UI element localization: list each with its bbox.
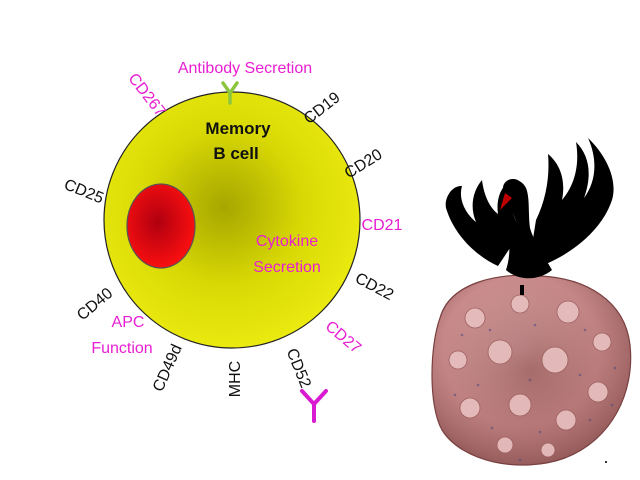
marker-mhc: MHC bbox=[227, 361, 244, 397]
marker-cd27: CD27 bbox=[322, 318, 364, 357]
marker-cd40: CD40 bbox=[74, 285, 116, 324]
marker-cd19: CD19 bbox=[301, 89, 344, 128]
marker-cd49d: CD49d bbox=[150, 342, 186, 394]
marker-cd25: CD25 bbox=[62, 176, 106, 207]
cell-title-line2: B cell bbox=[213, 144, 258, 163]
lymphocyte-image bbox=[431, 274, 632, 466]
black-swan-logo bbox=[445, 138, 614, 295]
antibody-secretion-label: Antibody Secretion bbox=[178, 60, 312, 77]
speck bbox=[605, 461, 607, 463]
marker-cd22: CD22 bbox=[352, 270, 396, 304]
marker-cd267: CD267 bbox=[125, 70, 169, 120]
marker-cd21: CD21 bbox=[362, 217, 403, 234]
apc-label-line1: APC bbox=[112, 314, 145, 331]
marker-cd52: CD52 bbox=[283, 346, 314, 390]
apc-label-line2: Function bbox=[91, 340, 152, 357]
antibody-green-icon bbox=[221, 81, 239, 105]
marker-cd20: CD20 bbox=[342, 146, 386, 182]
cytokine-label-line1: Cytokine bbox=[256, 233, 318, 250]
antibody-magenta-icon bbox=[300, 389, 328, 423]
cell-title-line1: Memory bbox=[205, 119, 271, 138]
cytokine-label-line2: Secretion bbox=[253, 259, 321, 276]
cell-nucleus bbox=[126, 183, 196, 269]
